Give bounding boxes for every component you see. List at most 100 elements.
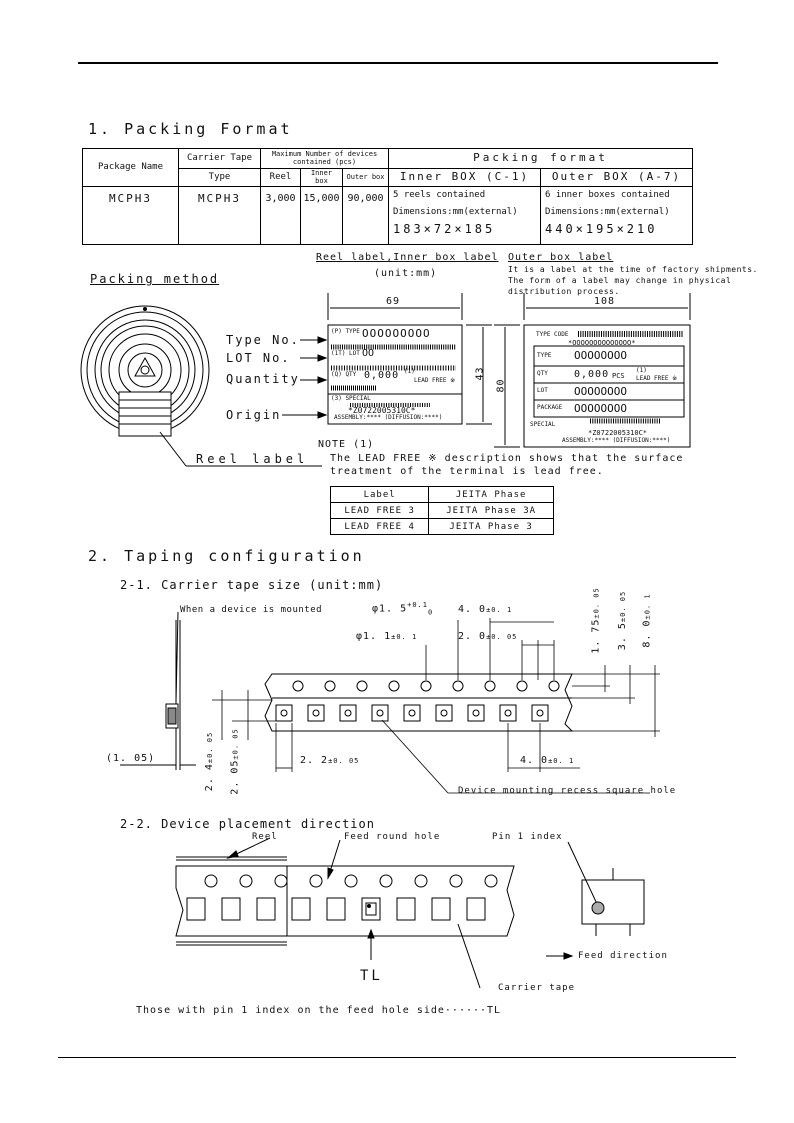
dim-h1-value: 2. 4	[204, 763, 216, 792]
reel-label-card	[327, 293, 492, 425]
outer-lot-tag: LOT	[537, 387, 548, 394]
outer-assembly: ASSEMBLY:**** (DIFFUSION:****)	[562, 437, 671, 444]
dim-pitch-top-value: 4. 0	[458, 604, 487, 615]
dim-pitch-bottom: 4. 0±0. 1	[520, 755, 574, 766]
outer-label-dim-width: 108	[594, 296, 616, 307]
outer-dim-label: Dimensions:mm(external)	[545, 206, 670, 217]
outer-package-tag: PACKAGE	[537, 404, 563, 411]
callout-origin: Origin	[226, 408, 282, 422]
dim-pitch-top-tol: ±0. 1	[486, 606, 513, 614]
dim-v2: 3. 5±0. 05	[617, 591, 628, 650]
col-outer-box-fmt: Outer BOX (A-7)	[540, 168, 693, 187]
dim-pitch-bottom-tol: ±0. 1	[548, 757, 575, 765]
outer-label-note-1: It is a label at the time of factory shi…	[508, 265, 758, 274]
reel-label-dim-width: 69	[386, 296, 401, 307]
callout-arrows	[282, 336, 328, 419]
pin1-package	[581, 868, 645, 936]
note-line2: treatment of the terminal is lead free.	[330, 466, 604, 477]
dim-h2: 2. 05±0. 05	[230, 728, 241, 794]
cell-outer-format: 6 inner boxes contained Dimensions:mm(ex…	[540, 186, 693, 245]
dim-pocket-w-tol: ±0. 05	[328, 757, 360, 765]
cell-inner-format: 5 reels contained Dimensions:mm(external…	[388, 186, 541, 245]
packing-method-heading: Packing method	[90, 272, 220, 286]
reel-qty-value: 0,000	[364, 370, 400, 381]
outer-serial: *Z0722005310C*	[588, 429, 648, 437]
outer-label-barcodes	[578, 331, 683, 424]
dim-d-hole-big: φ1. 5+0.10	[372, 601, 433, 616]
feed-round-hole-label: Feed round hole	[344, 832, 441, 842]
outer-label-note-3: distribution process.	[508, 287, 620, 296]
device-pockets-bottom	[186, 897, 486, 921]
outer-lot-value: OOOOOOOO	[574, 385, 627, 398]
tl-label: TL	[360, 968, 383, 984]
when-mounted-label: When a device is mounted	[180, 605, 323, 615]
reel-assembly: ASSEMBLY:**** (DIFFUSION:****)	[334, 414, 443, 421]
dim-v1-tol: ±0. 05	[592, 587, 601, 619]
unit-mm: (unit:mm)	[374, 268, 438, 279]
device-recess-label: Device mounting recess square hole	[458, 786, 677, 796]
outer-dim: 440×195×210	[545, 221, 658, 236]
placement-arrows	[226, 837, 599, 989]
top-rule	[78, 62, 718, 64]
reel-lead-free: LEAD FREE ※	[414, 377, 456, 384]
dim-v3: 8. 0±0. 1	[642, 593, 653, 647]
outer-qty-unit: PCS	[612, 372, 625, 380]
outer-qty-tag: QTY	[537, 370, 548, 377]
cell-package-name: MCPH3	[82, 186, 179, 245]
lead-free-table: Label JEITA Phase LEAD FREE 3 JEITA Phas…	[329, 486, 554, 535]
dim-v1-value: 1. 75	[590, 618, 602, 654]
inner-dim: 183×72×185	[393, 221, 496, 236]
dim-d-hole-big-tol: +0.1	[407, 601, 428, 609]
outer-label-note-2: The form of a label may change in physic…	[508, 276, 732, 285]
col-inner-box-fmt: Inner BOX (C-1)	[388, 168, 541, 187]
reel-type-tag: (P) TYPE	[331, 328, 360, 335]
outer-label-title: Outer box label	[508, 252, 614, 263]
reel-qty-tag: (Q) QTY	[331, 371, 357, 378]
section2-sub1: 2-1. Carrier tape size (unit:mm)	[120, 578, 384, 592]
callout-quantity: Quantity	[226, 372, 300, 386]
reel-drawing	[80, 305, 322, 467]
dim-h1: 2. 4±0. 05	[204, 732, 215, 791]
dim-pitch-bottom-value: 4. 0	[520, 755, 549, 766]
reel-label-text: Reel label	[196, 452, 309, 466]
cell-inner-box: 15,000	[300, 186, 343, 245]
dim-h2-value: 2. 05	[229, 759, 241, 795]
outer-special-tag: SPECIAL	[530, 421, 556, 428]
dim-d-hole-small-tol: ±0. 1	[391, 633, 418, 641]
callout-lot-no: LOT No.	[226, 351, 291, 365]
tape-side-view	[120, 611, 196, 770]
reel-lot-value: OO	[362, 348, 375, 359]
dim-pocket-w: 2. 2±0. 05	[300, 755, 359, 766]
outer-label-card	[494, 293, 691, 448]
dim-d-hole-small-value: φ1. 1	[356, 631, 392, 642]
outer-contained: 6 inner boxes contained	[545, 190, 670, 200]
dim-h2-tol: ±0. 05	[231, 728, 240, 760]
note-line1: The LEAD FREE ※ description shows that t…	[330, 453, 684, 464]
dim-half-pitch-value: 2. 0	[458, 631, 487, 642]
dim-v3-tol: ±0. 1	[643, 593, 652, 620]
outer-lead-free: LEAD FREE ※	[636, 375, 678, 382]
dim-v2-tol: ±0. 05	[619, 590, 628, 623]
dim-d-hole-small: φ1. 1±0. 1	[356, 631, 417, 642]
outer-type-tag: TYPE	[537, 352, 552, 359]
col-inner-box: Inner box	[300, 168, 343, 187]
dim-pitch-top: 4. 0±0. 1	[458, 604, 512, 615]
outer-type-code: TYPE CODE	[536, 331, 569, 338]
feed-holes-bottom	[204, 874, 498, 888]
dim-v1: 1. 75±0. 05	[591, 587, 602, 653]
reel-lot-tag: (1T) LOT	[331, 350, 360, 357]
lead-free-row-phase: JEITA Phase 3	[428, 518, 554, 535]
dim-d-hole-big-value: φ1. 5	[372, 603, 408, 615]
note-title: NOTE (1)	[318, 439, 375, 450]
bottom-rule	[58, 1057, 736, 1058]
dimension-lines	[212, 618, 660, 794]
packing-format-table: Package Name Carrier Tape Maximum Number…	[82, 148, 693, 245]
dim-half-pitch-tol: ±0. 05	[486, 633, 518, 641]
dim-thickness: (1. 05)	[106, 753, 156, 764]
footer-note: Those with pin 1 index on the feed hole …	[136, 1005, 502, 1016]
reel-qty-note: (1)	[404, 368, 415, 375]
callout-type-no: Type No.	[226, 333, 300, 347]
section2-title: 2. Taping configuration	[88, 547, 365, 565]
